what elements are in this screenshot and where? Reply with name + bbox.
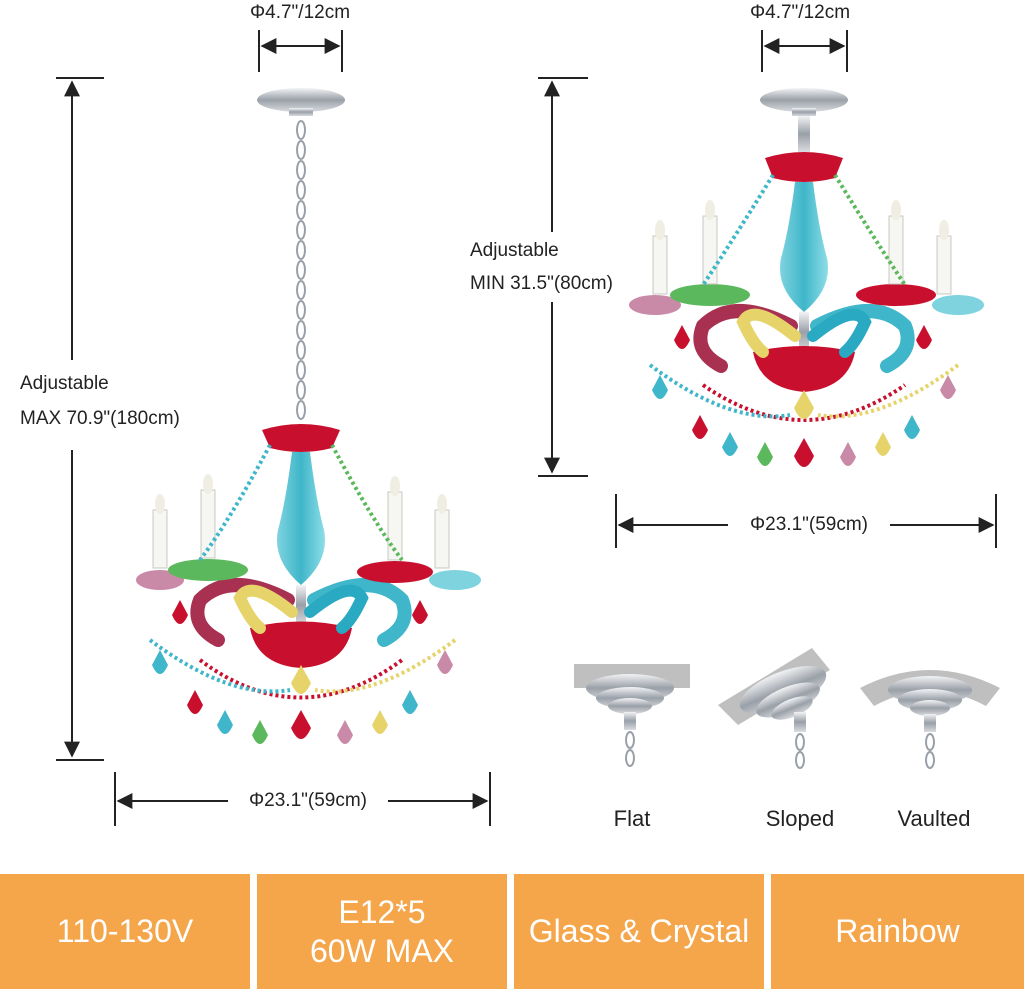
sloped-mount-icon: [718, 648, 830, 769]
right-dimensions: [538, 30, 997, 548]
mount-label-sloped: Sloped: [765, 806, 835, 831]
left-chandelier-image: [136, 88, 481, 744]
dimension-drawing: [56, 30, 1000, 826]
spec-bulb-line2: 60W MAX: [309, 932, 455, 969]
spec-material: Glass & Crystal: [514, 874, 764, 989]
left-height-label-line2: MAX 70.9"(180cm): [20, 408, 180, 429]
mount-label-flat: Flat: [613, 806, 651, 831]
spec-bulb: E12*5 60W MAX: [257, 874, 507, 989]
spec-color: Rainbow: [771, 874, 1024, 989]
right-height-label-line2: MIN 31.5"(80cm): [470, 273, 613, 294]
right-width-dimension: Φ23.1"(59cm): [750, 514, 868, 535]
spec-voltage: 110-130V: [0, 874, 250, 989]
spec-bar: 110-130V E12*5 60W MAX Glass & Crystal R…: [0, 868, 1024, 989]
mount-label-vaulted: Vaulted: [897, 806, 971, 831]
spec-bulb-line1: E12*5: [338, 894, 426, 931]
right-height-label-line1: Adjustable: [470, 240, 559, 261]
left-width-dimension: Φ23.1"(59cm): [249, 790, 367, 811]
spec-material-text: Glass & Crystal: [528, 913, 750, 950]
left-canopy-dimension: Φ4.7"/12cm: [249, 2, 351, 23]
spec-color-text: Rainbow: [835, 913, 960, 950]
left-height-label-line1: Adjustable: [20, 373, 109, 394]
product-diagram: Φ4.7"/12cm Adjustable MAX 70.9"(180cm) Φ…: [20, 2, 1000, 831]
right-chandelier-image: [629, 88, 984, 467]
vaulted-mount-icon: [860, 670, 1000, 769]
flat-mount-icon: [574, 664, 690, 767]
right-canopy-dimension: Φ4.7"/12cm: [749, 2, 851, 23]
left-dimensions: [56, 30, 491, 826]
spec-voltage-text: 110-130V: [56, 913, 194, 950]
